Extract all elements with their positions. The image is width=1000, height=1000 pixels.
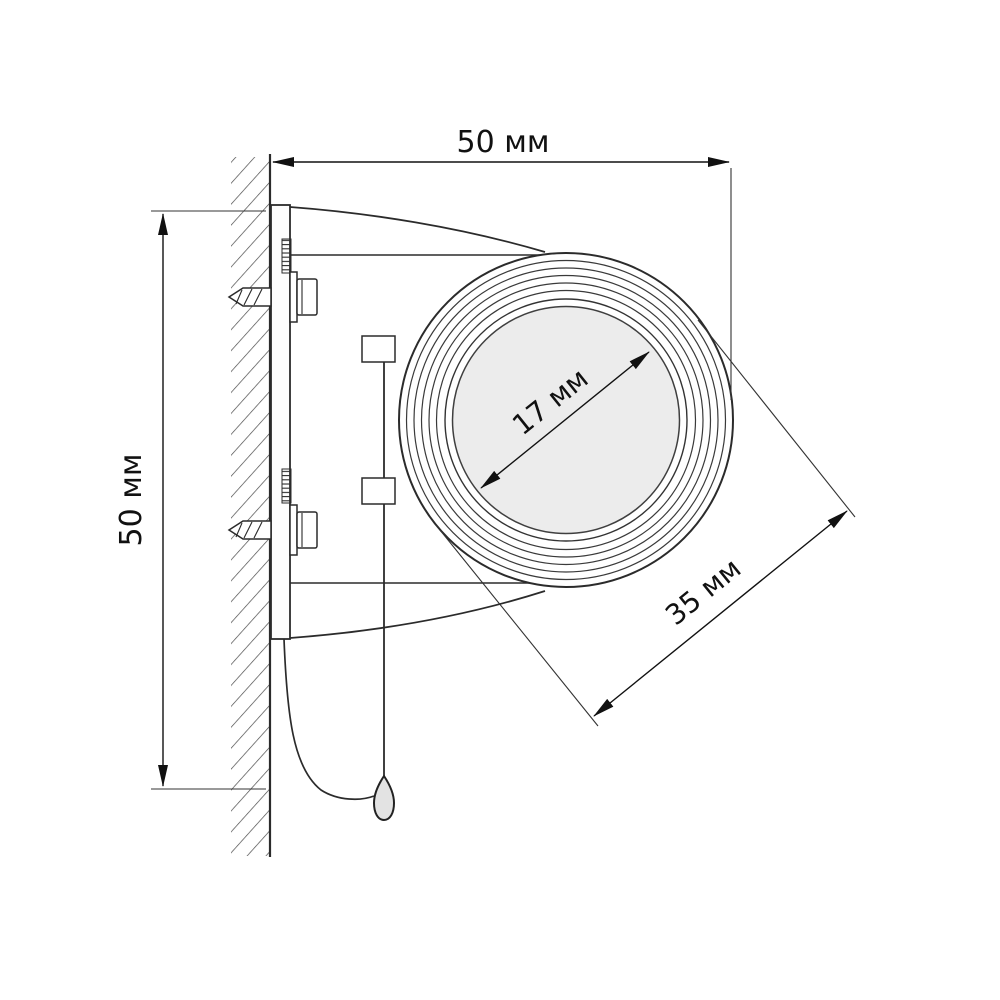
screw-flange [289,504,298,556]
wall-hatching [231,157,270,856]
screw-head [296,278,318,316]
dimension-height: 50 мм [114,210,266,790]
screw-top [227,271,318,323]
cord-pull-knob [372,774,396,822]
wall [231,154,272,857]
housing-ring [405,259,727,581]
housing-ring [420,274,712,566]
extension-line-upper [697,319,856,518]
plate-body [270,204,291,640]
terminal-strip-bottom [281,468,292,504]
cable-tab-top [361,335,396,363]
dimension-outer-diameter-label: 35 мм [659,552,747,632]
screw-threads [235,288,263,306]
screw-threads [235,521,263,539]
body-top-outline [289,206,546,253]
housing-ring [413,267,719,573]
dimension-line [593,510,848,717]
screw-bottom [227,504,318,556]
mounting-plate [270,204,292,640]
screw-flange [289,271,298,323]
housing-inner-ring [444,298,688,542]
extension-line-lower [439,529,599,727]
housing-ring [428,282,704,558]
housing-bottom-curve [283,638,375,801]
pull-cord-assembly [283,335,396,822]
terminal-strip-top [281,238,292,274]
device-body [289,206,546,639]
dimension-line [480,351,650,489]
housing-ring [435,289,697,551]
cable-tab-bottom [361,477,396,505]
body-bottom-outline [289,590,546,639]
screw-head [296,511,318,549]
dimension-width-label: 50 мм [457,125,550,160]
dimension-height-label: 50 мм [114,454,149,547]
